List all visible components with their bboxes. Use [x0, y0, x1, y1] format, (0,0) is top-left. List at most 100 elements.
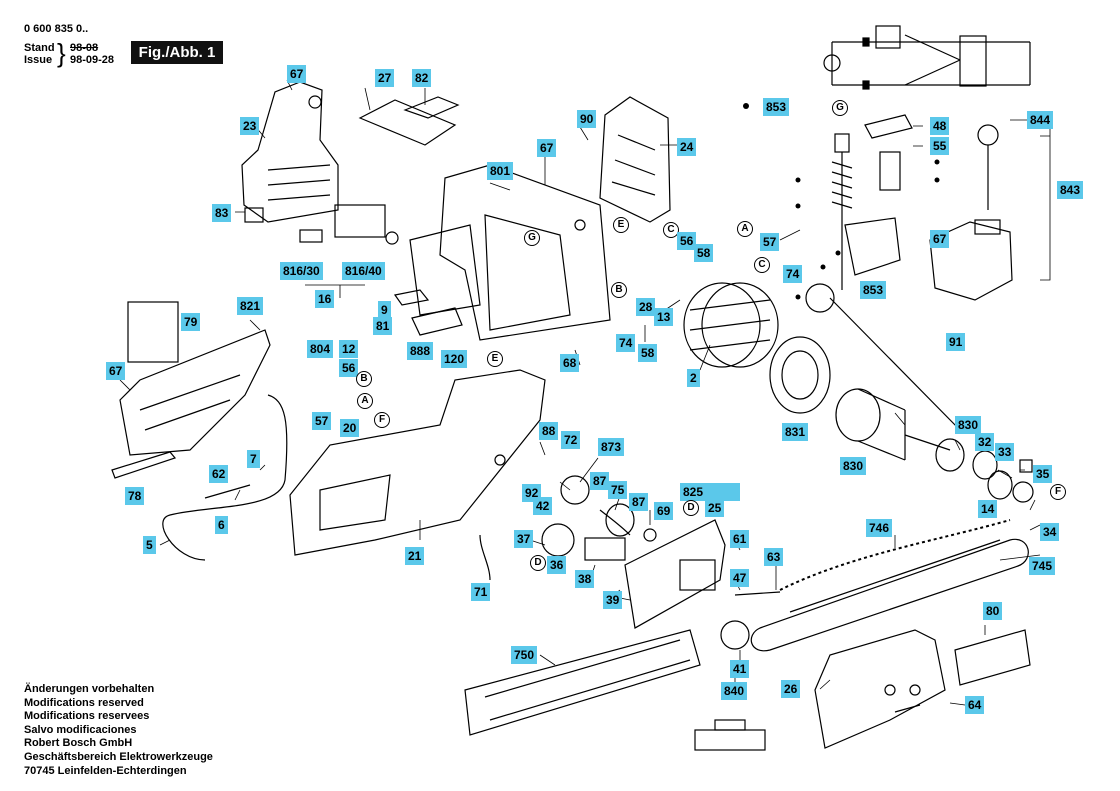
callout-d: D — [683, 500, 699, 516]
wiring-schematic — [823, 25, 1031, 90]
part-label-48: 48 — [930, 117, 950, 135]
part-label-72: 72 — [561, 431, 581, 449]
part-label-39: 39 — [603, 591, 623, 609]
part-label-62: 62 — [209, 465, 229, 483]
callout-b-2: B — [356, 371, 372, 387]
part-label-13: 13 — [654, 308, 674, 326]
plate-82 — [403, 96, 460, 119]
part-label-16: 16 — [315, 290, 335, 308]
issue-label: Issue — [24, 54, 53, 66]
part-label-844: 844 — [1027, 111, 1054, 129]
part-label-71: 71 — [471, 583, 491, 601]
cover-26 — [814, 629, 946, 749]
plate-825 — [624, 519, 726, 629]
part-label-821: 821 — [237, 297, 264, 315]
part-label-801: 801 — [487, 162, 514, 180]
bearing-33 — [987, 470, 1013, 500]
callout-e-2: E — [487, 351, 503, 367]
stand-date: 98-08 — [70, 42, 99, 54]
saw-chain-746 — [779, 519, 1011, 591]
part-label-67d: 67 — [106, 362, 126, 380]
callout-g-2: G — [524, 230, 540, 246]
part-label-64: 64 — [965, 696, 985, 714]
footer-line: Geschäftsbereich Elektrowerkzeuge — [24, 750, 213, 763]
bearing-32 — [972, 450, 998, 480]
callout-b: B — [611, 282, 627, 298]
document-number: 0 600 835 0.. — [24, 23, 89, 35]
part-label-58: 58 — [694, 244, 714, 262]
leader-lines — [119, 79, 1051, 706]
part-label-68: 68 — [560, 354, 580, 372]
hose-71 — [479, 534, 491, 581]
callout-g: G — [832, 100, 848, 116]
part-label-58b: 58 — [638, 344, 658, 362]
part-label-843: 843 — [1057, 181, 1084, 199]
part-label-9: 9 — [378, 301, 391, 319]
part-label-840: 840 — [721, 682, 748, 700]
gear-36 — [541, 523, 575, 557]
callout-c-2: C — [754, 257, 770, 273]
part-label-61: 61 — [730, 530, 750, 548]
part-label-25: 25 — [705, 499, 725, 517]
gear-873 — [560, 475, 590, 505]
part-label-41: 41 — [730, 660, 750, 678]
callout-c: C — [663, 222, 679, 238]
part-label-21: 21 — [405, 547, 425, 565]
part-label-14: 14 — [978, 500, 998, 518]
part-label-35: 35 — [1033, 465, 1053, 483]
part-label-57: 57 — [760, 233, 780, 251]
part-label-830b: 830 — [955, 416, 982, 434]
part-label-830: 830 — [840, 457, 867, 475]
part-label-81: 81 — [373, 317, 393, 335]
footer-line: Modifications reservees — [24, 710, 150, 723]
armature-830 — [835, 388, 965, 472]
marker-dots — [743, 103, 940, 300]
part-label-2: 2 — [687, 369, 700, 387]
part-label-745: 745 — [1029, 557, 1056, 575]
issue-date: 98-09-28 — [70, 54, 115, 66]
part-label-55: 55 — [930, 137, 950, 155]
stand-label: Stand — [24, 42, 55, 54]
spring-assembly — [831, 133, 853, 290]
plate-80 — [954, 629, 1031, 686]
part-35 — [1019, 459, 1033, 473]
ring-clip — [805, 283, 835, 313]
footer-notice: Änderungen vorbehalten Modifications res… — [24, 683, 213, 778]
callout-f-2: F — [374, 412, 390, 428]
part-label-78: 78 — [125, 487, 145, 505]
part-label-888: 888 — [407, 342, 434, 360]
part-label-87b: 87 — [629, 493, 649, 511]
part-14 — [1012, 481, 1034, 503]
housing-21 — [289, 369, 546, 556]
side-cover-821 — [119, 301, 271, 456]
callout-d-2: D — [530, 555, 546, 571]
motor-stator-2 — [683, 282, 779, 368]
cover-27 — [358, 99, 457, 146]
part-label-825: 825 — [680, 483, 740, 501]
callout-f: F — [1050, 484, 1066, 500]
part-label-831: 831 — [782, 423, 809, 441]
shaft-38 — [584, 537, 626, 561]
part-label-56b: 56 — [339, 359, 359, 377]
part-label-57b: 57 — [312, 412, 332, 430]
part-label-74: 74 — [783, 265, 803, 283]
part-label-24: 24 — [677, 138, 697, 156]
motor-housing-801 — [409, 164, 611, 341]
part-label-38: 38 — [575, 570, 595, 588]
part-label-75: 75 — [608, 481, 628, 499]
part-label-20: 20 — [340, 419, 360, 437]
part-label-804: 804 — [307, 340, 334, 358]
part-label-33: 33 — [995, 443, 1015, 461]
ball-69 — [643, 528, 657, 542]
brace-glyph: } — [57, 38, 66, 68]
part-label-853: 853 — [763, 98, 790, 116]
part-label-67c: 67 — [930, 230, 950, 248]
oil-tank-assembly — [844, 114, 1013, 301]
oil-pump — [694, 719, 766, 751]
part-label-32: 32 — [975, 433, 995, 451]
part-label-88: 88 — [539, 422, 559, 440]
bolt-63 — [734, 591, 781, 596]
part-label-42: 42 — [533, 497, 553, 515]
part-label-853b: 853 — [860, 281, 887, 299]
